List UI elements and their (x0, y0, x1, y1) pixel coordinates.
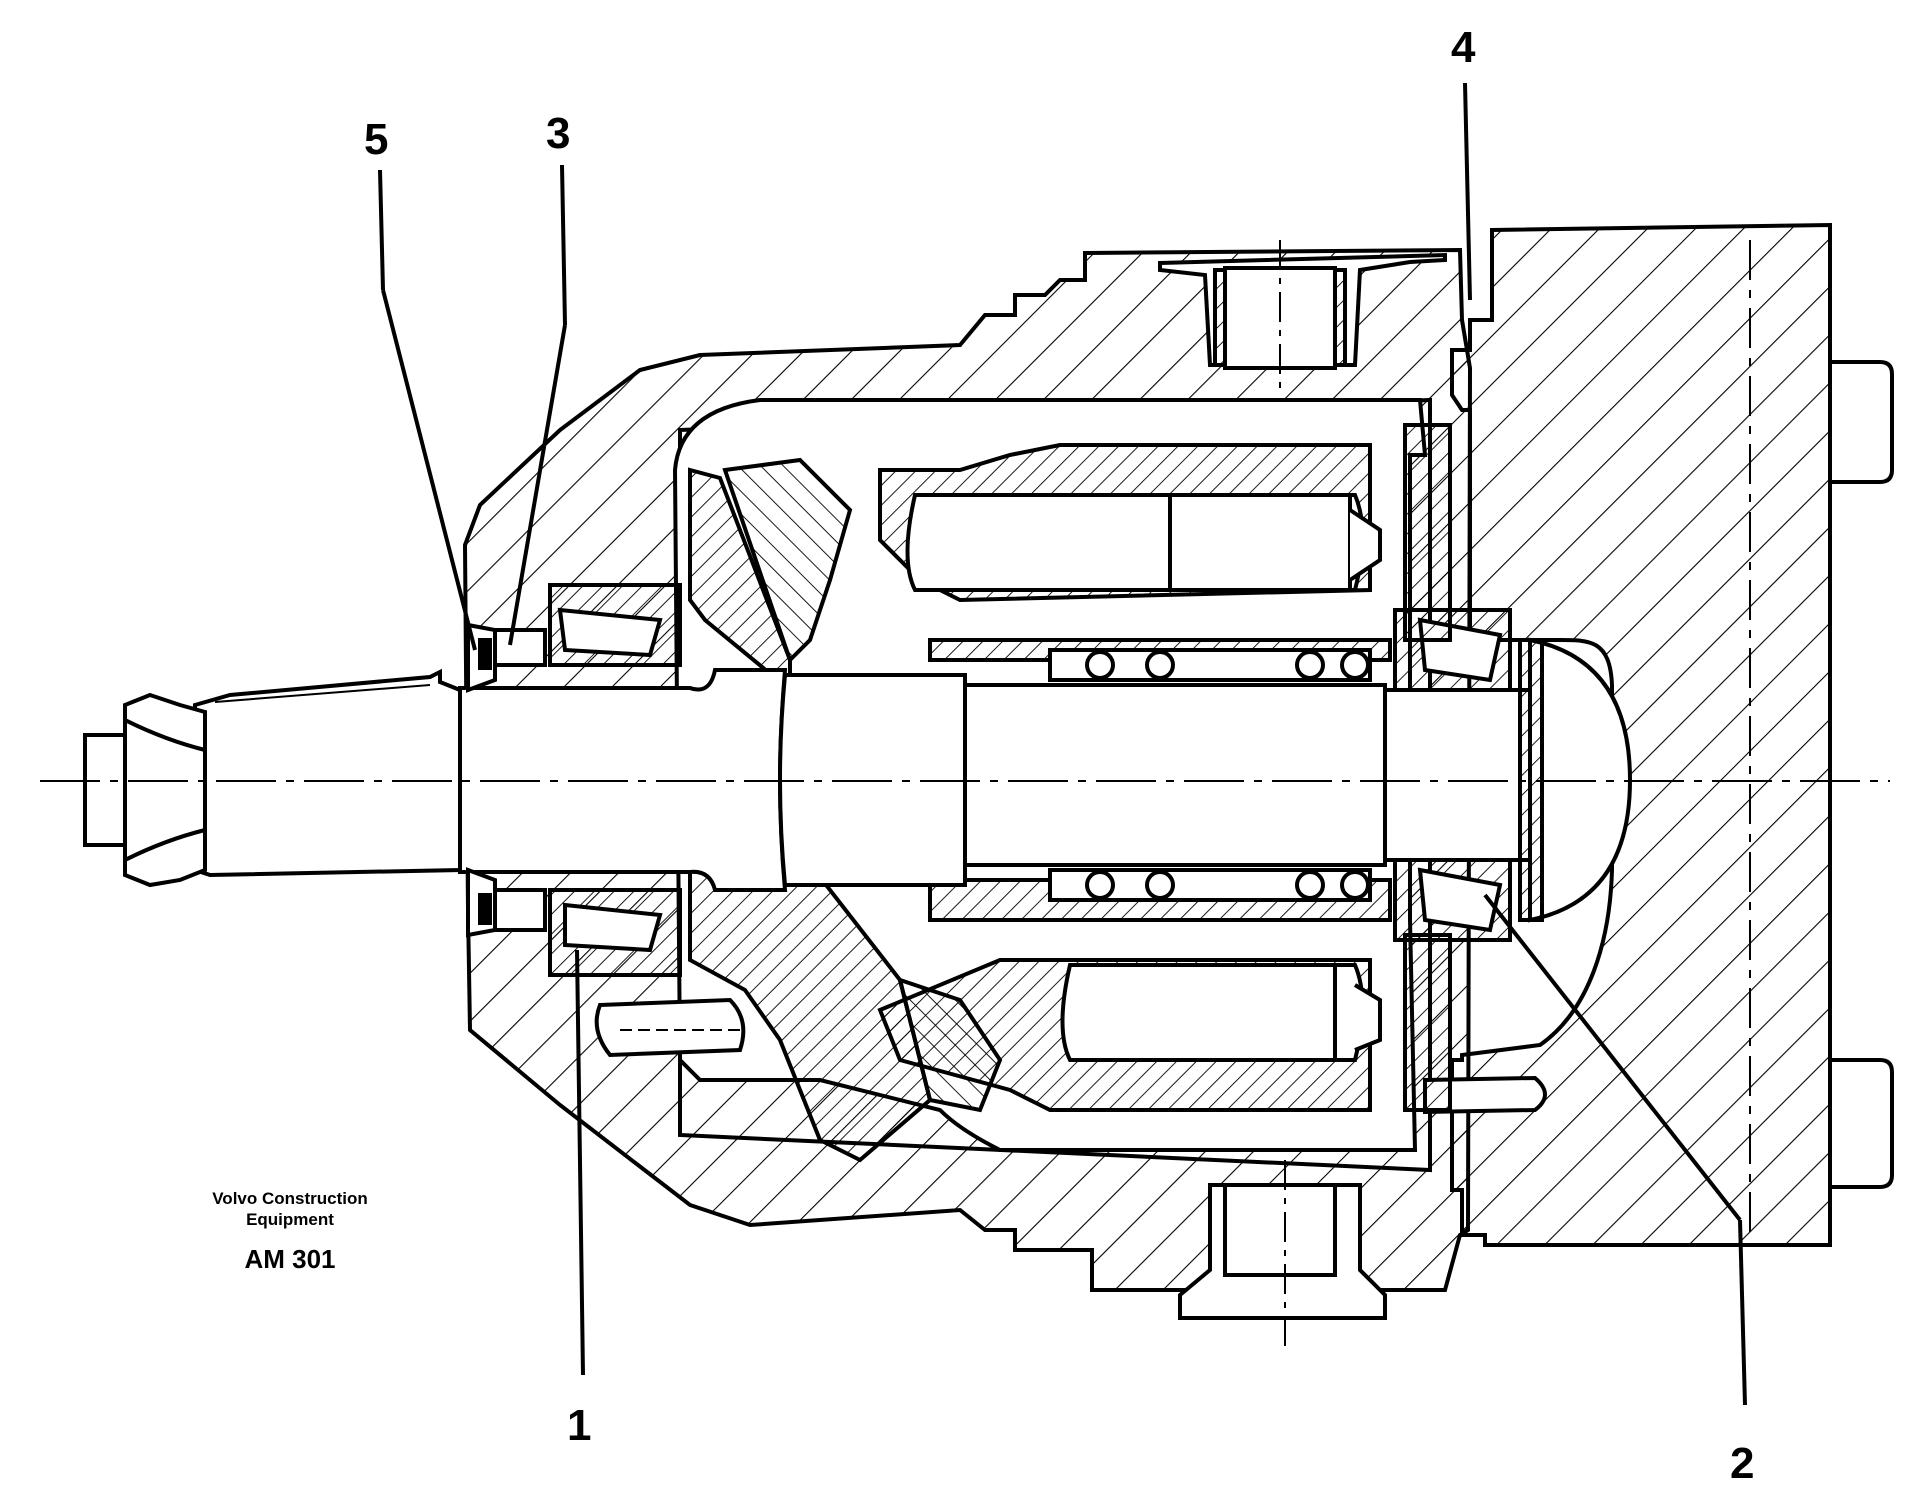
leader-line-4 (1463, 82, 1472, 301)
credit-line-1: Volvo Construction (212, 1189, 368, 1208)
leader-line-1 (575, 949, 585, 1376)
drawing-code: AM 301 (244, 1244, 336, 1274)
ports (1158, 240, 1447, 1350)
leader-line-2-diag (1483, 893, 1742, 1222)
end-cap-bolts (1828, 360, 1894, 1189)
leader-line-3-diag (508, 324, 567, 646)
callout-1: 1 (567, 1401, 592, 1450)
leader-lines (378, 82, 1747, 1406)
credit-line-2: Equipment (246, 1210, 334, 1229)
callout-3: 3 (546, 109, 571, 158)
callout-4: 4 (1451, 23, 1476, 72)
callout-2: 2 (1730, 1439, 1755, 1488)
leader-line-3 (560, 164, 567, 326)
callout-5: 5 (364, 115, 389, 164)
leader-line-2 (1738, 1219, 1747, 1406)
manufacturer-credit: Volvo Construction Equipment AM 301 (200, 1188, 380, 1275)
springs (1048, 648, 1372, 902)
leader-line-5-diag (381, 289, 477, 651)
valve-plate (1403, 423, 1452, 1112)
shaft-taper-and-nut (83, 668, 462, 888)
leader-line-5 (378, 169, 385, 291)
pistons (594, 493, 1547, 1115)
